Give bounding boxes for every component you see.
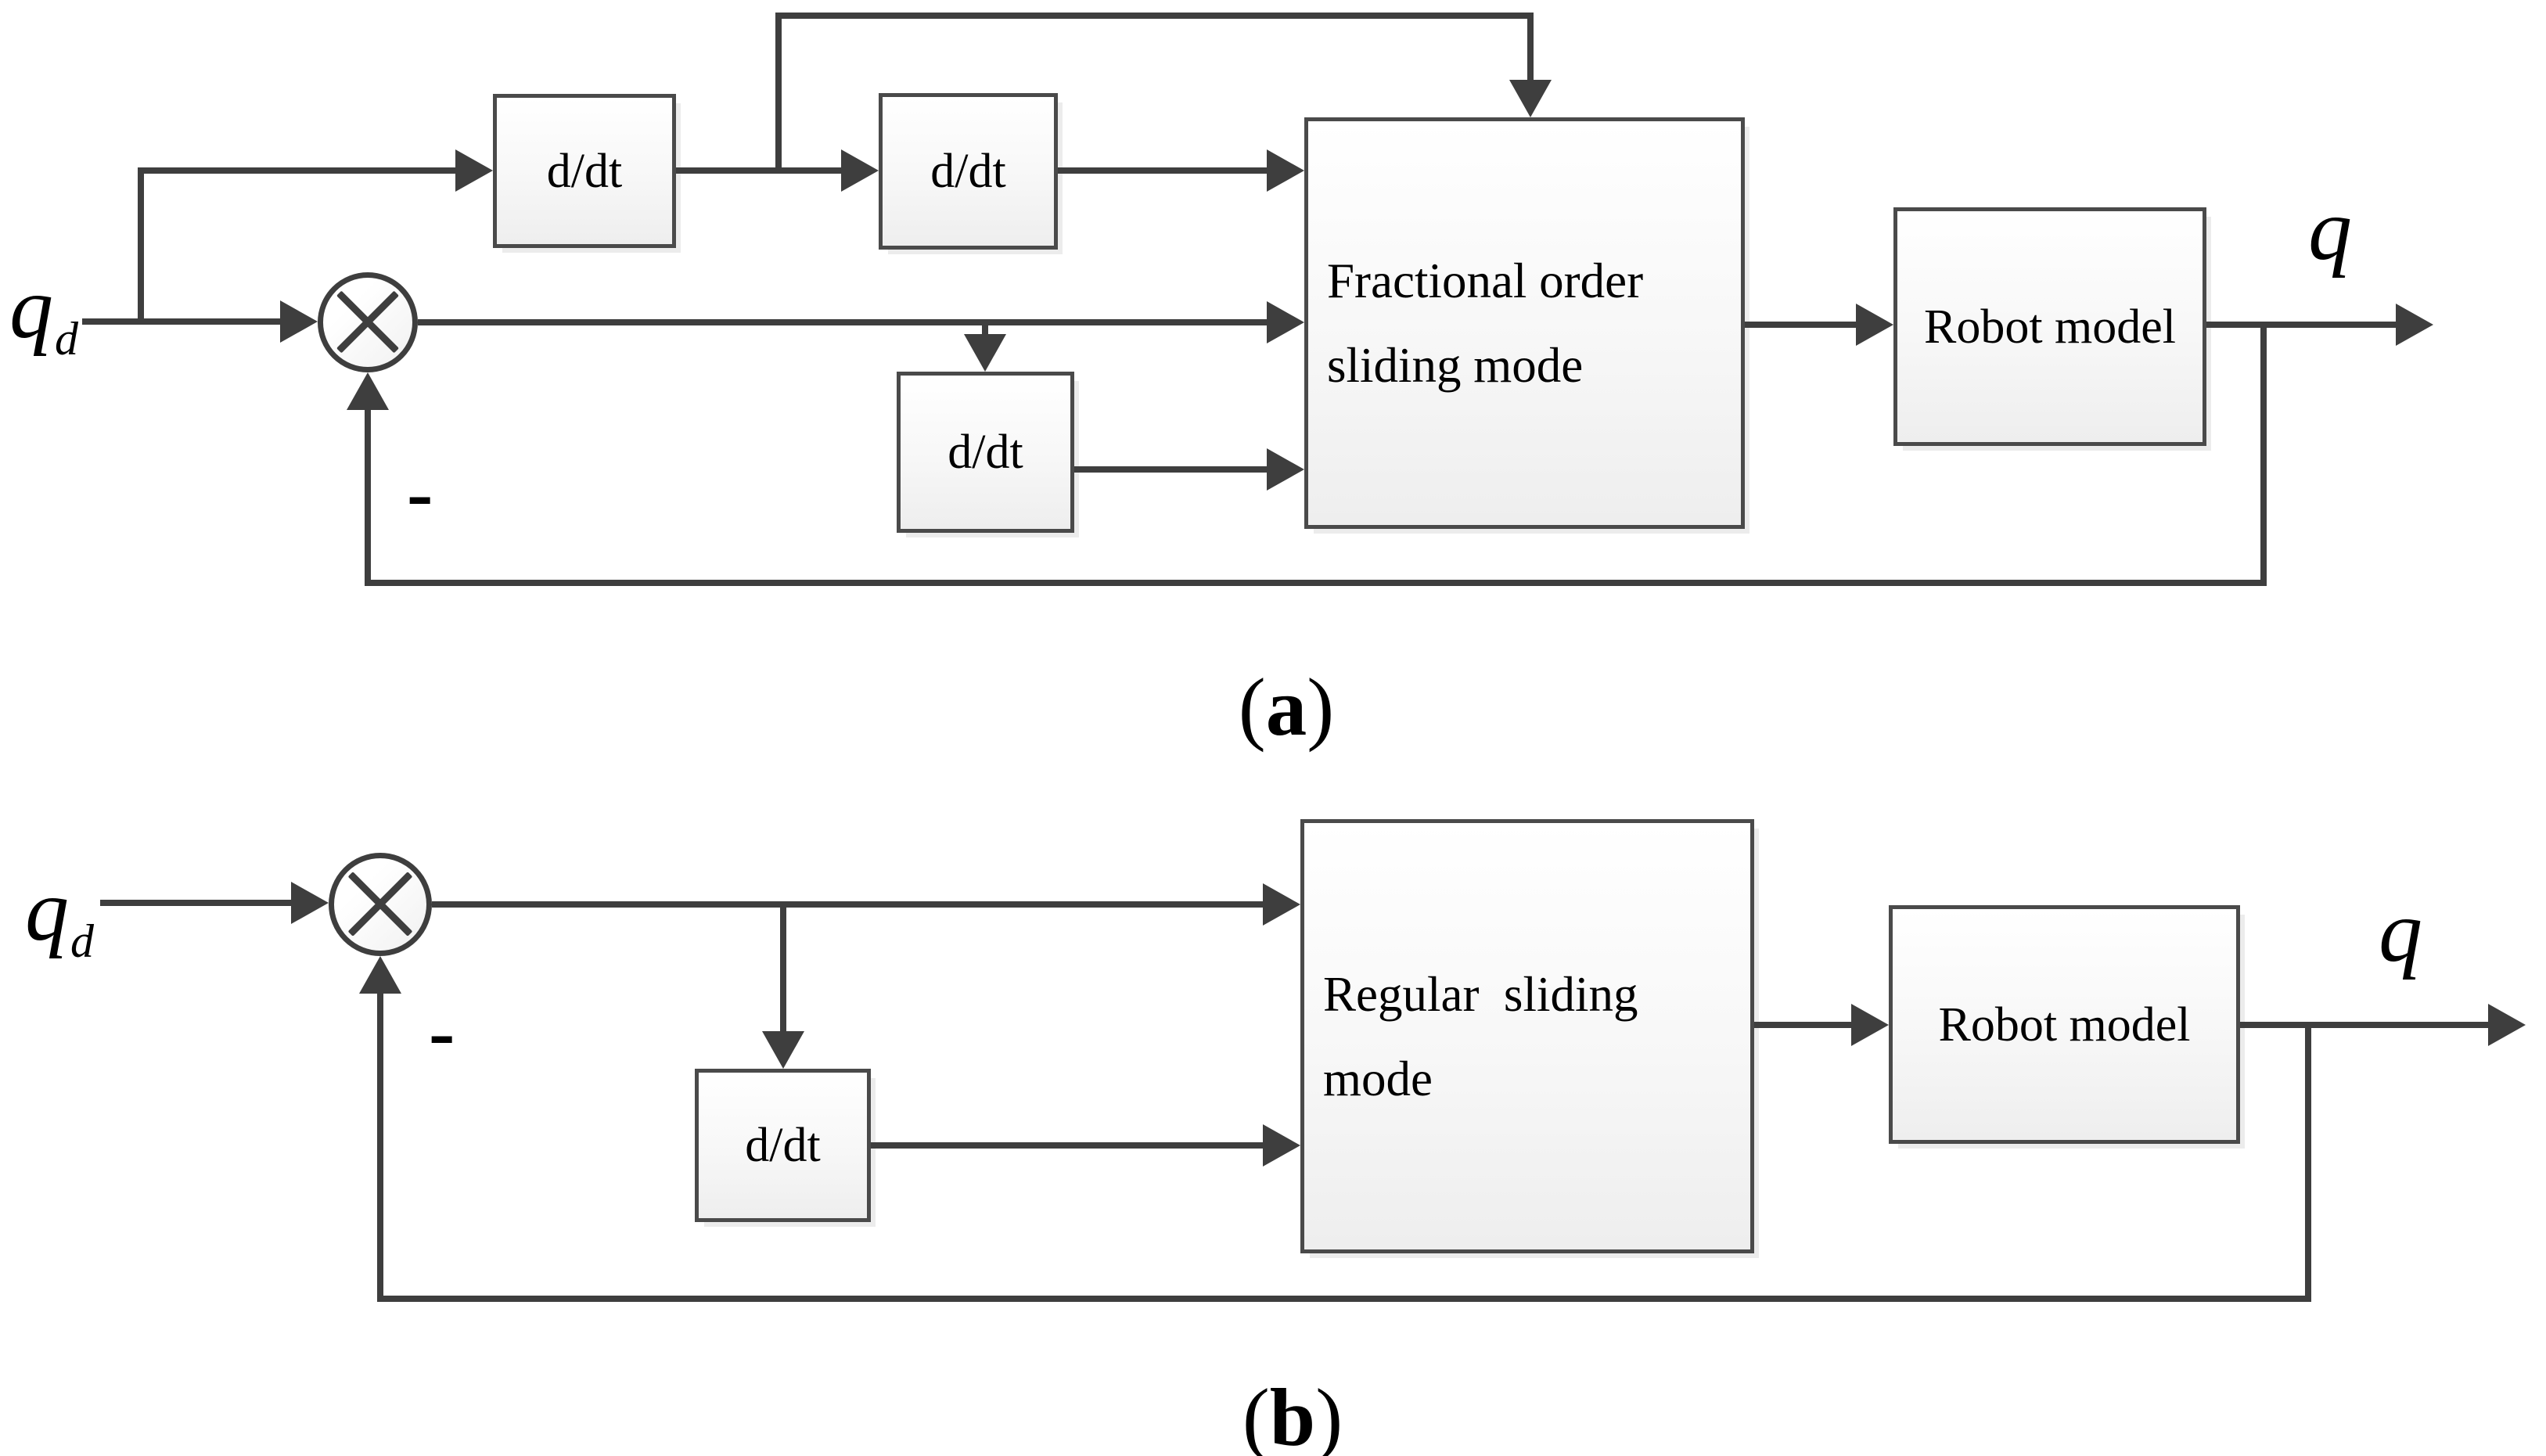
output-arrowhead-a [2396,304,2433,346]
derivative-3-label-a: d/dt [948,426,1023,479]
arrowhead-into-sum-a [280,300,318,343]
input-line-b [100,900,294,906]
controller-line2-b: mode [1323,1051,1433,1106]
caption-b-letter: b [1269,1372,1316,1456]
feedback-left-vertical-b [377,994,383,1299]
caption-a: (a) [1208,666,1365,748]
qd-subscript-a: d [55,313,78,365]
bypass-vertical-down-a [1527,13,1534,86]
input-line-a [82,318,283,325]
caption-b-close: ) [1315,1372,1343,1456]
arrowhead-into-ddt2-a [841,149,879,192]
qd-base-a: q [9,260,53,357]
arrowhead-into-sum-b [291,882,329,924]
q-label-a: q [2308,182,2352,279]
output-label-q-b: q [2379,888,2422,976]
ddt1-to-ddt2-line-a [676,167,841,174]
controller-line2-a: sliding mode [1327,338,1584,393]
caption-a-letter: a [1265,661,1307,753]
arrowhead-into-plant-b [1851,1004,1889,1046]
feedback-left-vertical-a [365,410,371,583]
ddt-output-line-b [871,1142,1266,1149]
caption-b: (b) [1214,1376,1371,1456]
bypass-vertical-up-a [775,13,782,174]
arrowhead-into-ddt1-a [455,149,493,192]
derivative-block-b: d/dt [695,1069,871,1222]
qd-subscript-b: d [70,915,94,967]
minus-sign-b: - [429,988,455,1075]
branch-vertical-a [138,167,144,325]
arrowhead-feedback-into-sum-a [347,372,389,410]
derivative-1-label-a: d/dt [546,144,623,198]
input-label-qd-a: qd [9,264,78,365]
controller-block-a: Fractional order sliding mode [1304,117,1745,529]
summing-junction-b [329,853,432,956]
error-branch-stub-b [780,904,786,1031]
controller-line1-b: Regular sliding [1323,966,1638,1022]
ddt2-output-line-a [1058,167,1270,174]
controller-to-plant-line-a [1745,322,1859,328]
plant-block-b: Robot model [1889,905,2240,1144]
arrowhead-ddt3-into-controller-a [1267,448,1304,491]
error-line-a [418,319,1270,325]
feedback-bottom-line-b [377,1296,2311,1302]
plant-label-a: Robot model [1923,300,2177,354]
arrowhead-feedback-into-sum-b [359,956,401,994]
branch-top-line-a [138,167,458,174]
plant-label-b: Robot model [1938,998,2191,1052]
caption-b-open: ( [1242,1372,1270,1456]
arrowhead-into-ddt3-a [964,334,1006,372]
plant-block-a: Robot model [1893,207,2206,446]
output-line-b [2240,1022,2491,1028]
output-line-a [2206,322,2399,328]
input-label-qd-b: qd [25,867,94,968]
derivative-block-3-a: d/dt [897,372,1074,533]
summing-junction-a [318,272,418,372]
feedback-bottom-line-a [365,580,2267,586]
derivative-label-b: d/dt [745,1119,821,1172]
caption-a-open: ( [1238,661,1266,753]
bypass-top-line-a [775,13,1534,19]
controller-to-plant-line-b [1754,1022,1854,1028]
arrowhead-error-into-controller-a [1267,301,1304,343]
arrowhead-into-ddt-b [762,1031,804,1069]
qd-base-b: q [25,862,69,959]
ddt3-output-line-a [1074,466,1270,473]
derivative-block-2-a: d/dt [879,93,1058,250]
output-arrowhead-b [2488,1004,2526,1046]
controller-block-b: Regular sliding mode [1300,819,1754,1253]
arrowhead-ddt2-into-controller-a [1267,149,1304,192]
error-branch-stub-a [982,322,988,337]
derivative-2-label-a: d/dt [930,145,1006,198]
error-line-b [432,901,1266,908]
arrowhead-into-plant-a [1856,304,1893,346]
arrowhead-into-controller-top-a [1509,80,1552,117]
controller-line1-a: Fractional order [1327,253,1644,308]
derivative-block-1-a: d/dt [493,94,676,248]
output-label-q-a: q [2308,186,2352,274]
arrowhead-error-into-controller-b [1263,883,1300,926]
feedback-branch-vertical-b [2305,1025,2311,1302]
feedback-branch-vertical-a [2260,325,2267,586]
minus-sign-a: - [407,449,433,536]
arrowhead-ddt-into-controller-b [1263,1124,1300,1167]
caption-a-close: ) [1307,661,1335,753]
q-label-b: q [2379,883,2422,980]
